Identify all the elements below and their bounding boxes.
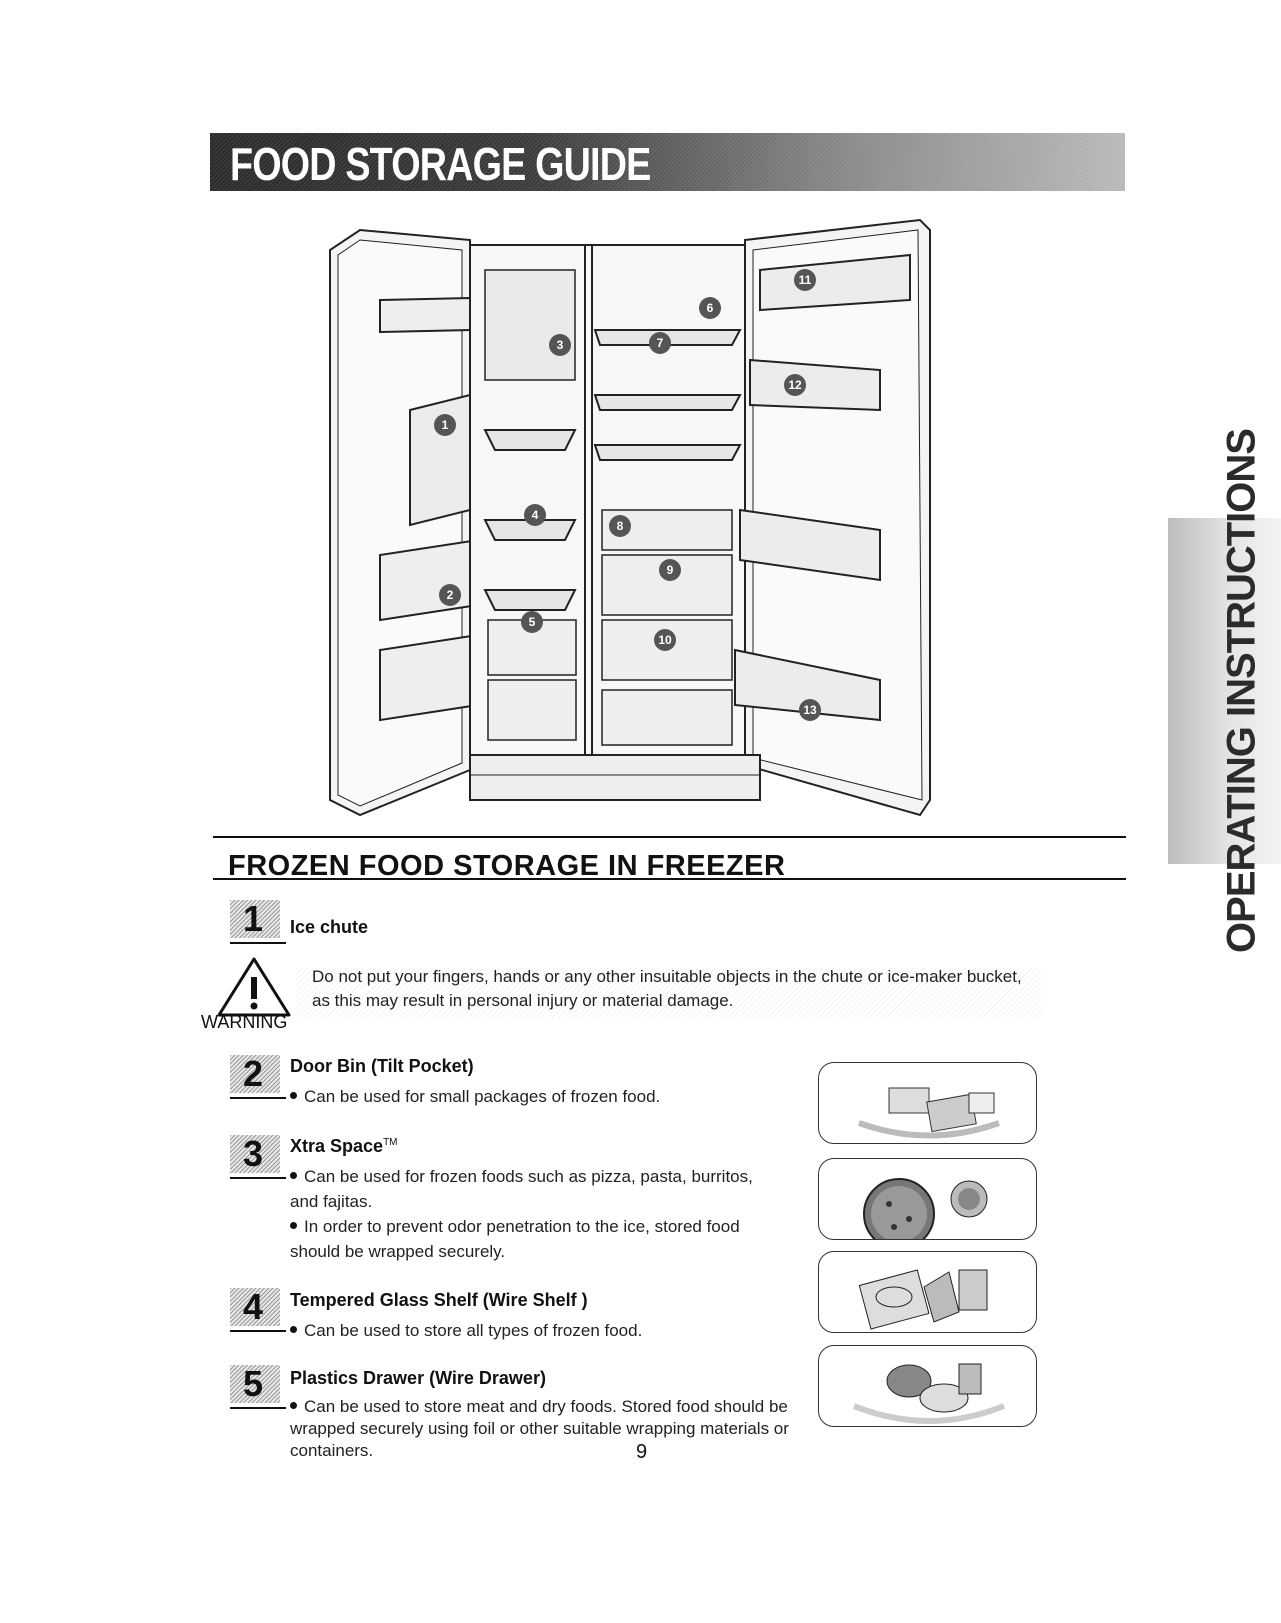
item-title: Tempered Glass Shelf (Wire Shelf )	[290, 1290, 588, 1310]
section-rule-bottom	[213, 878, 1126, 880]
item-bullet: Can be used to store all types of frozen…	[290, 1318, 642, 1343]
frozen-packages-icon	[857, 1087, 1001, 1139]
callout-4: 4	[532, 508, 539, 522]
pizza-photo	[818, 1158, 1037, 1240]
callout-9: 9	[667, 563, 674, 577]
warning-label: WARNING	[201, 1012, 288, 1032]
item-title: Door Bin (Tilt Pocket)	[290, 1056, 474, 1076]
item-number-badge: 5	[230, 1363, 286, 1409]
callout-10: 10	[658, 633, 672, 647]
callout-11: 11	[799, 273, 812, 287]
item-title: Xtra SpaceTM	[290, 1136, 398, 1156]
item-number-badge: 3	[230, 1133, 286, 1179]
callout-13: 13	[803, 703, 817, 717]
item-number-badge: 4	[230, 1286, 286, 1332]
callout-3: 3	[557, 338, 564, 352]
warning-icon	[217, 957, 291, 1017]
section-title: FROZEN FOOD STORAGE IN FREEZER	[228, 850, 786, 882]
item-title: Plastics Drawer (Wire Drawer)	[290, 1368, 546, 1388]
side-tab-label: OPERATING INSTRUCTIONS	[1219, 429, 1264, 953]
callout-2: 2	[447, 588, 454, 602]
callout-5: 5	[529, 615, 536, 629]
frozen-packages-photo	[818, 1062, 1037, 1144]
item-title: Ice chute	[290, 917, 369, 937]
warning-text: Do not put your fingers, hands or any ot…	[312, 967, 1022, 1010]
wrapped-meat-icon	[852, 1363, 1006, 1424]
callout-12: 12	[788, 378, 802, 392]
callout-7: 7	[657, 336, 664, 350]
frozen-food-containers-photo	[818, 1251, 1037, 1333]
page-number: 9	[636, 1441, 648, 1463]
callout-6: 6	[707, 301, 714, 315]
item-number-badge: 2	[230, 1053, 286, 1099]
frozen-food-containers-icon	[858, 1269, 988, 1330]
item-number-badge: 1	[230, 898, 286, 944]
side-tab: OPERATING INSTRUCTIONS	[1168, 429, 1281, 953]
pizza-icon	[863, 1178, 988, 1239]
item-bullet: Can be used for frozen foods such as piz…	[290, 1167, 753, 1211]
item-bullet: In order to prevent odor penetration to …	[290, 1217, 740, 1261]
callout-8: 8	[617, 519, 624, 533]
page-title: FOOD STORAGE GUIDE	[230, 138, 651, 190]
section-rule-top	[213, 836, 1126, 838]
refrigerator-illustration: 1 2 3 4 5 6 7 8 9 10 11 12 13	[329, 218, 931, 817]
warning-shading	[296, 968, 1041, 1018]
header-banner: FOOD STORAGE GUIDE	[210, 133, 1125, 191]
item-bullet: Can be used for small packages of frozen…	[290, 1084, 660, 1109]
callout-1: 1	[442, 418, 449, 432]
item-bullet: Can be used to store meat and dry foods.…	[290, 1397, 789, 1460]
trademark-mark: TM	[383, 1137, 398, 1148]
wrapped-meat-photo	[818, 1345, 1037, 1427]
